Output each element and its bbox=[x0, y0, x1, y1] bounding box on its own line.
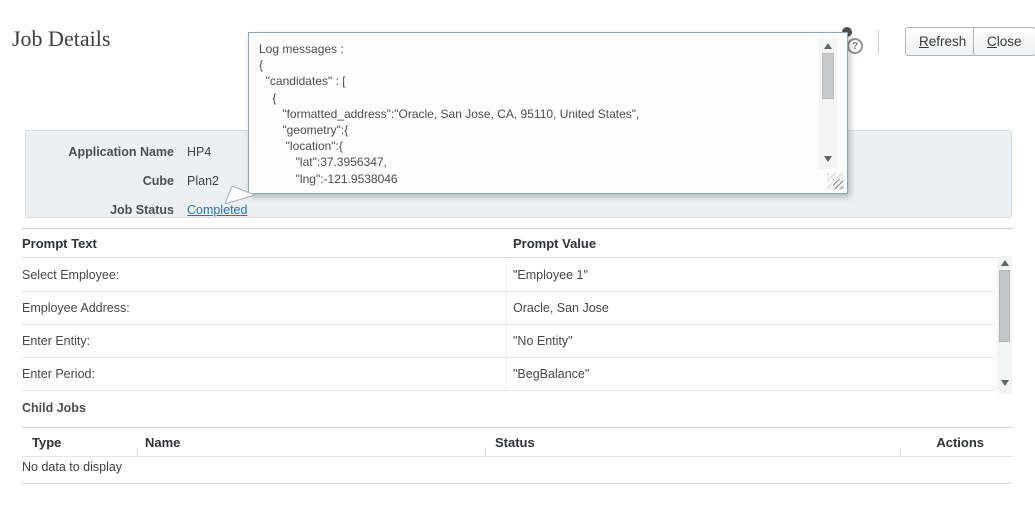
prompt-table-top-border bbox=[22, 228, 1012, 229]
prompt-value-cell: "BegBalance" bbox=[513, 367, 590, 381]
field-label: Job Status bbox=[110, 202, 174, 217]
field-label: Application Name bbox=[68, 144, 174, 159]
scroll-down-icon[interactable] bbox=[1000, 380, 1009, 386]
log-messages-text: Log messages : { "candidates" : [ { "for… bbox=[259, 41, 813, 187]
status-header: Status bbox=[495, 435, 535, 450]
log-line: "lat":37.3956347, bbox=[259, 155, 387, 170]
log-line: "geometry":{ bbox=[259, 123, 349, 138]
log-line: Log messages : bbox=[259, 42, 344, 56]
prompt-table-scrollbar[interactable] bbox=[997, 256, 1012, 394]
type-header: Type bbox=[32, 435, 62, 450]
table-row[interactable]: Select Employee: "Employee 1" bbox=[22, 259, 995, 292]
prompt-text-cell: Enter Period: bbox=[22, 367, 95, 381]
application-name-value: HP4 bbox=[187, 144, 212, 159]
log-line: "location":{ bbox=[259, 139, 343, 154]
prompt-value-cell: "No Entity" bbox=[513, 334, 573, 348]
prompt-value-cell: "Employee 1" bbox=[513, 268, 588, 282]
log-line: { bbox=[259, 90, 277, 105]
tooltip-tail bbox=[225, 186, 255, 204]
table-row[interactable]: Enter Period: "BegBalance" bbox=[22, 358, 995, 391]
refresh-label: efresh bbox=[928, 34, 967, 49]
prompt-value-header: Prompt Value bbox=[513, 236, 597, 251]
close-label: lose bbox=[996, 34, 1022, 49]
log-messages-tooltip: Log messages : { "candidates" : [ { "for… bbox=[225, 32, 848, 204]
log-line: "lng":-121.9538046 bbox=[259, 171, 398, 186]
job-status-link[interactable]: Completed bbox=[187, 202, 248, 217]
help-icon[interactable]: ? bbox=[847, 38, 863, 54]
tooltip-resize-grip[interactable] bbox=[827, 173, 844, 190]
child-jobs-title: Child Jobs bbox=[22, 401, 86, 415]
name-header: Name bbox=[145, 435, 181, 450]
scroll-up-icon[interactable] bbox=[1000, 260, 1009, 266]
scrollbar-thumb[interactable] bbox=[822, 53, 834, 99]
table-row[interactable]: Employee Address: Oracle, San Jose bbox=[22, 292, 995, 325]
close-accesskey: C bbox=[987, 34, 997, 49]
scrollbar-thumb[interactable] bbox=[999, 270, 1010, 342]
refresh-button[interactable]: Refresh bbox=[905, 27, 981, 56]
actions-header: Actions bbox=[936, 435, 984, 450]
prompt-table-header: Prompt Text Prompt Value bbox=[22, 229, 1012, 258]
log-line: "formatted_address":"Oracle, San Jose, C… bbox=[259, 106, 640, 121]
column-tick bbox=[137, 449, 138, 456]
table-row[interactable]: Enter Entity: "No Entity" bbox=[22, 325, 995, 358]
prompt-value-cell: Oracle, San Jose bbox=[513, 301, 609, 315]
field-cube: Cube Plan2 bbox=[26, 166, 1011, 195]
column-tick bbox=[900, 449, 901, 456]
child-jobs-header: Type Name Status Actions bbox=[22, 428, 1012, 457]
scroll-down-icon[interactable] bbox=[824, 156, 832, 162]
prompt-text-cell: Select Employee: bbox=[22, 268, 120, 282]
empty-table-message: No data to display bbox=[22, 460, 123, 474]
cube-value: Plan2 bbox=[187, 173, 219, 188]
column-tick bbox=[485, 449, 486, 456]
refresh-accesskey: R bbox=[919, 34, 929, 49]
prompt-text-header: Prompt Text bbox=[22, 236, 97, 251]
prompt-text-cell: Enter Entity: bbox=[22, 334, 91, 348]
close-button[interactable]: Close bbox=[973, 27, 1035, 56]
field-application-name: Application Name HP4 bbox=[26, 137, 1011, 166]
field-job-status: Job Status Completed bbox=[26, 195, 1011, 224]
log-line: { bbox=[259, 58, 264, 73]
child-jobs-bottom-border bbox=[22, 483, 1012, 484]
header-divider bbox=[878, 30, 879, 54]
scroll-up-icon[interactable] bbox=[824, 43, 832, 49]
tooltip-scrollbar[interactable] bbox=[819, 39, 837, 169]
prompt-rows: Select Employee: "Employee 1" Employee A… bbox=[22, 259, 995, 391]
prompt-text-cell: Employee Address: bbox=[22, 301, 130, 315]
field-label: Cube bbox=[142, 173, 174, 188]
page-title: Job Details bbox=[12, 26, 111, 51]
child-jobs-top-border bbox=[22, 427, 1012, 428]
log-line: "candidates" : [ bbox=[259, 74, 346, 89]
